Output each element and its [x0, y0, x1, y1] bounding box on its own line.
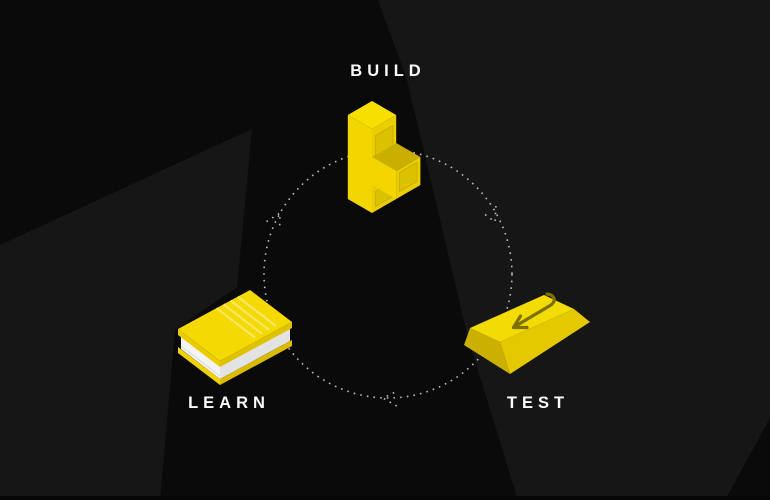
- test-arrow-icon: [511, 292, 556, 330]
- step-label-build: BUILD: [350, 62, 426, 80]
- gold-bar-arrow-icon: [464, 292, 590, 374]
- stacked-blocks-icon: [347, 101, 421, 213]
- step-label-test: TEST: [506, 394, 570, 412]
- book-icon: [178, 290, 292, 385]
- arrowhead-bottom-left-icon: [381, 390, 398, 407]
- step-label-learn: LEARN: [188, 394, 270, 412]
